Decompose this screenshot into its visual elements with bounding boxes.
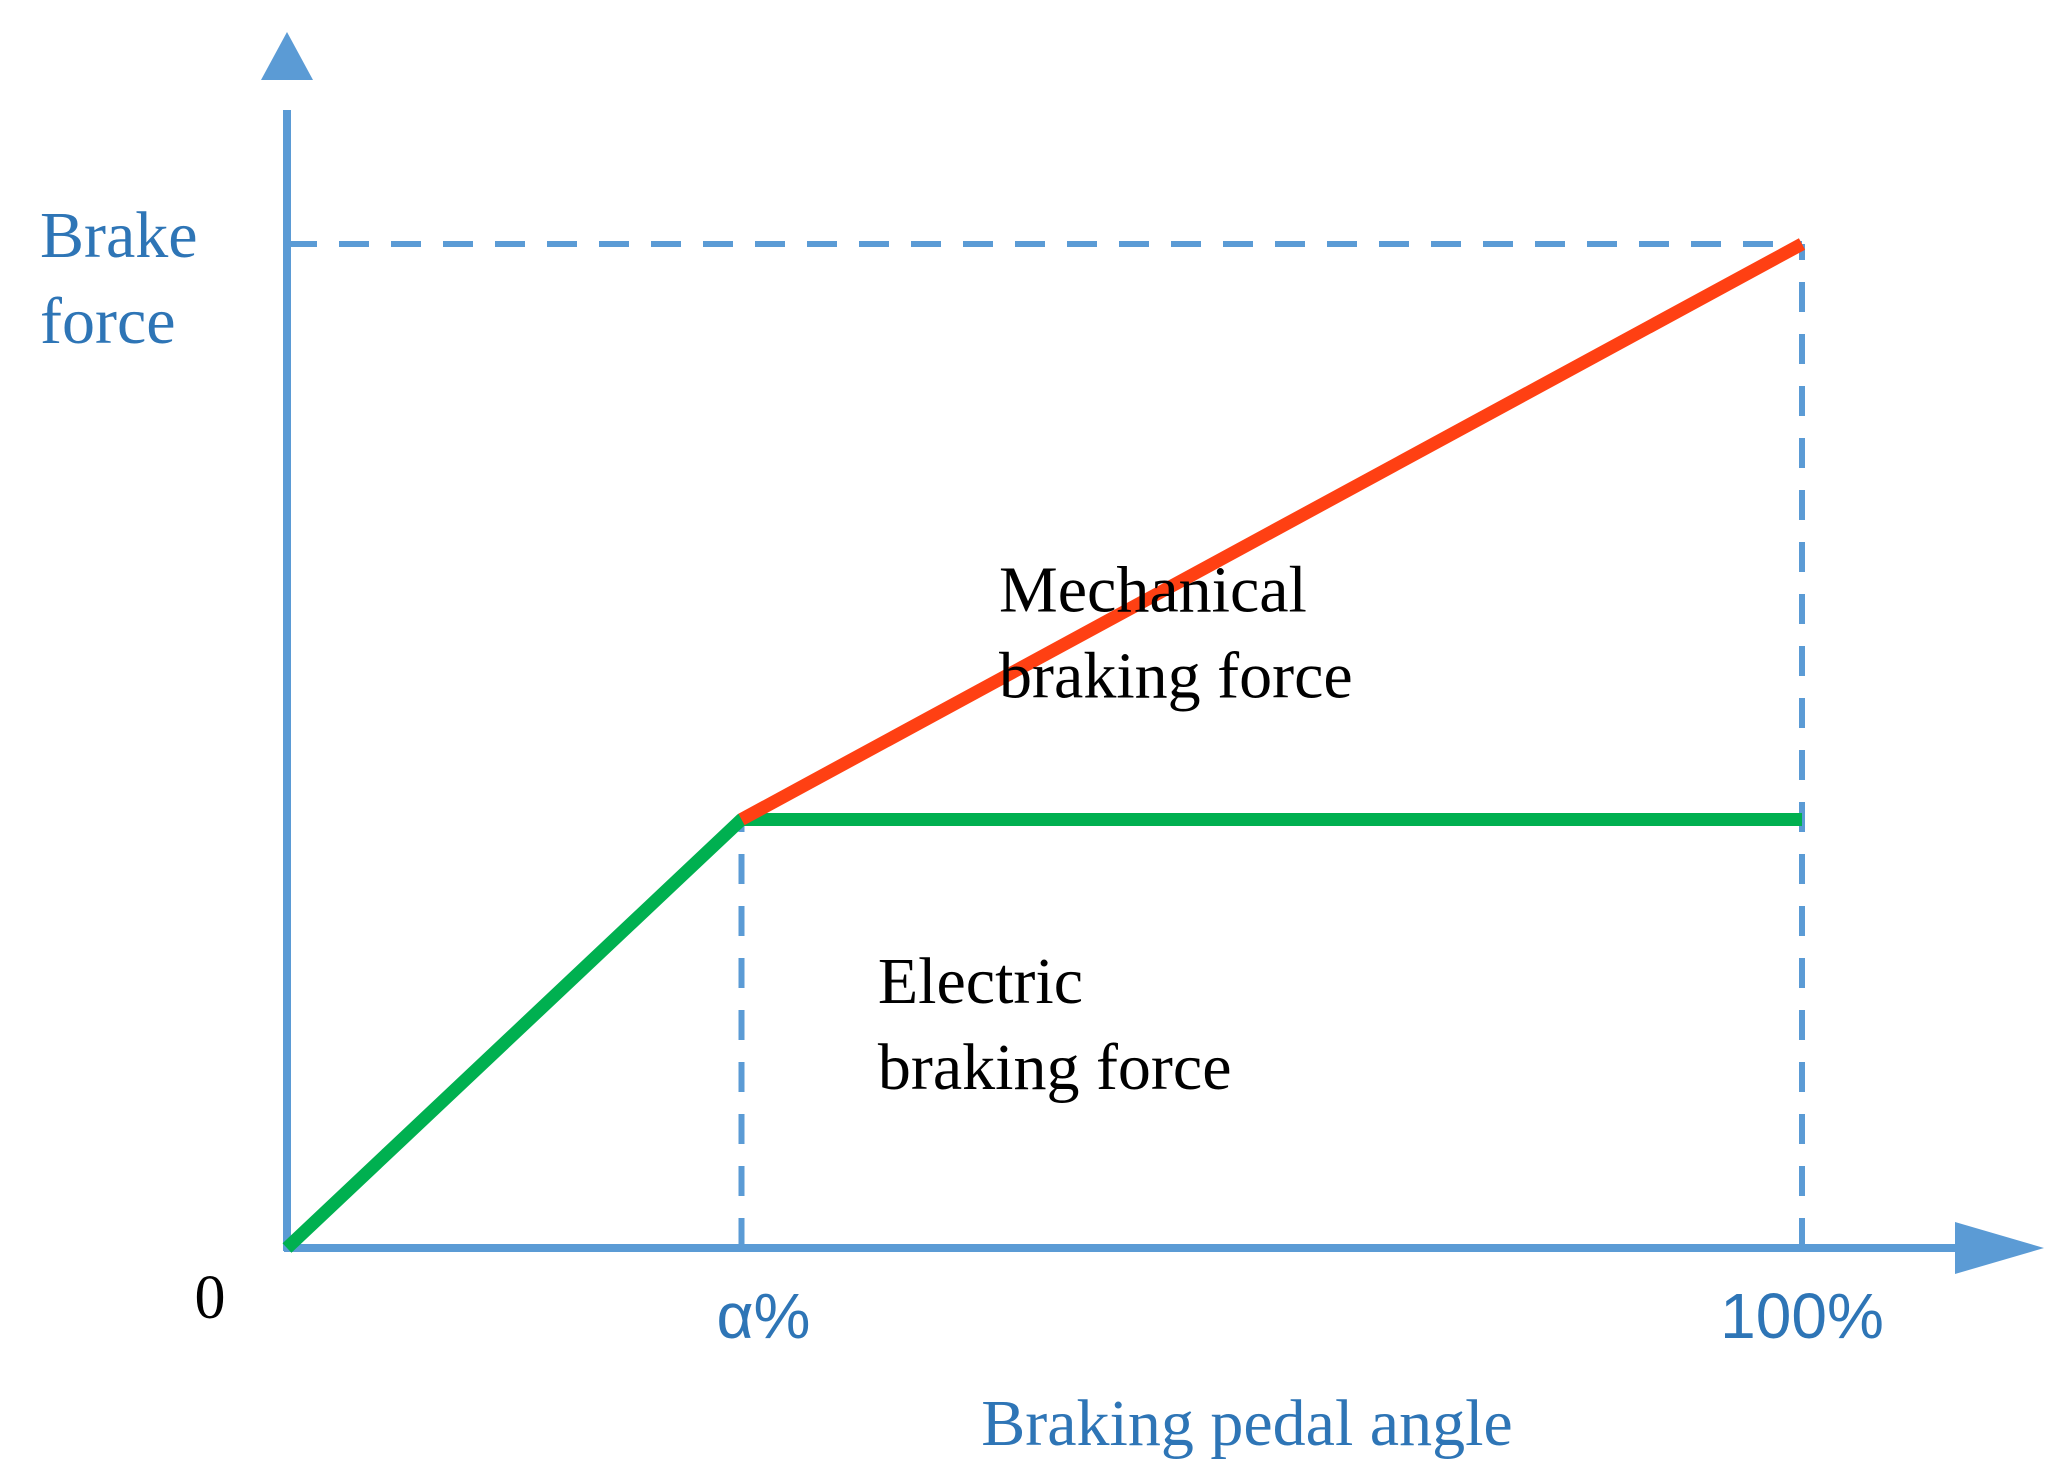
y-axis-label: Brake force xyxy=(40,199,198,358)
guide-lines xyxy=(287,241,1805,1248)
series-line-1 xyxy=(738,238,1806,826)
series xyxy=(282,238,1806,1253)
x-tick-label-0: α% xyxy=(717,1280,811,1352)
y-axis-arrow-icon xyxy=(261,32,313,80)
annotation-1-line-1: braking force xyxy=(878,1031,1232,1104)
labels: Brake force Braking pedal angle 0 xyxy=(40,199,1513,1460)
annotation-1: Electric braking force xyxy=(878,945,1232,1104)
x-tick-labels: α% 100% xyxy=(717,1280,1884,1352)
x-axis-arrow-icon xyxy=(1955,1222,2044,1274)
y-axis-label-line-1: force xyxy=(40,285,176,358)
annotation-0-line-1: braking force xyxy=(999,639,1353,712)
annotation-1-line-0: Electric xyxy=(878,945,1083,1018)
y-axis-label-line-0: Brake xyxy=(40,199,198,272)
x-tick-label-1: 100% xyxy=(1720,1280,1884,1352)
annotation-0-line-0: Mechanical xyxy=(999,553,1307,626)
origin-label: 0 xyxy=(195,1264,226,1332)
axes xyxy=(261,32,2044,1274)
x-axis-label: Braking pedal angle xyxy=(981,1387,1512,1460)
annotation-0: Mechanical braking force xyxy=(999,553,1353,712)
